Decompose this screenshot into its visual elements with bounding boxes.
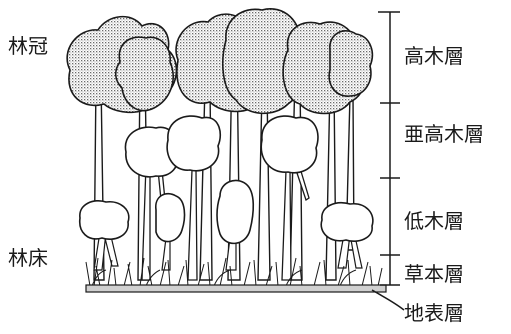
ground-strip bbox=[86, 285, 386, 292]
ground-layer-label: 地表層 bbox=[404, 303, 464, 323]
canopy-label: 林冠 bbox=[8, 36, 48, 56]
tall-tree-layer-label: 高木層 bbox=[404, 46, 464, 66]
shrub-layer-label: 低木層 bbox=[404, 211, 464, 231]
subtall-tree-layer-label: 亜高木層 bbox=[404, 124, 484, 144]
herb-layer-label: 草本層 bbox=[404, 264, 464, 284]
layer-bracket bbox=[372, 12, 404, 310]
forest-floor-label: 林床 bbox=[8, 248, 48, 268]
subtall-crowns bbox=[125, 116, 318, 177]
canopy-crowns bbox=[67, 9, 372, 114]
